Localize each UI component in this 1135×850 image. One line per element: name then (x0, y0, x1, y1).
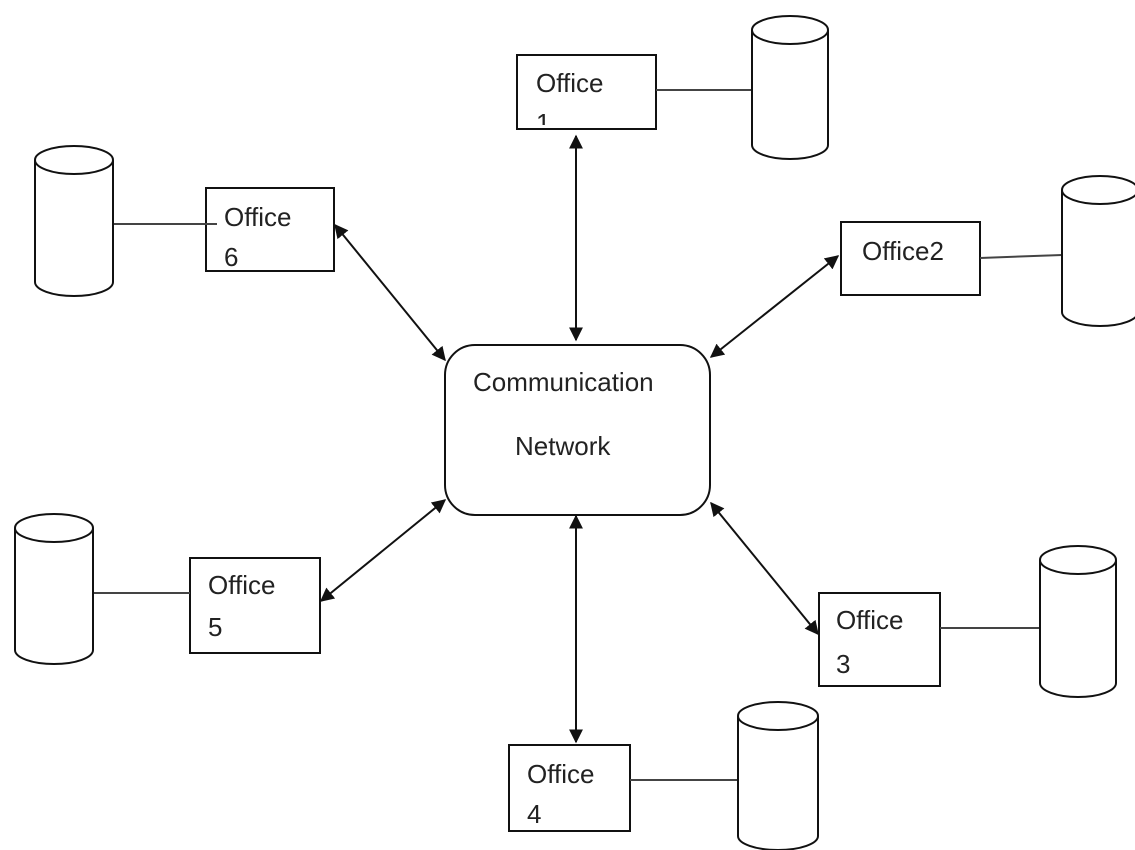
hub-label-line2: Network (515, 431, 611, 461)
office-5-label-line1: Office (208, 570, 276, 600)
office-3-box (818, 592, 941, 687)
office-5-label-line2: 5 (208, 612, 223, 642)
office-6-label-line1: Office (224, 202, 292, 232)
office-2-db-link (979, 254, 1063, 259)
hub-label-line1: Communication (473, 367, 654, 397)
office-6-database-icon (34, 145, 114, 297)
office-5-box (189, 557, 321, 654)
office-6-label-line2: 6 (224, 242, 239, 269)
office-1-database-icon (751, 15, 829, 160)
arrow-hub-office-3 (710, 501, 819, 636)
office-1-label-line2: 1 (536, 108, 551, 125)
office-3-label-line1: Office (836, 605, 904, 635)
arrow-hub-office-5 (319, 499, 447, 602)
office-2-label-line1: Office2 (862, 236, 944, 266)
office-5-database-icon (14, 513, 94, 665)
office-4-label-line2: 4 (527, 799, 542, 829)
office-2-label-line2 (862, 268, 902, 292)
office-3-label-line2: 3 (836, 649, 851, 679)
office-6-box (205, 187, 335, 272)
office-1-box (516, 54, 657, 130)
office-4-database-icon (737, 701, 819, 850)
office-4-box (508, 744, 631, 832)
office-2-box (840, 221, 981, 296)
office-4-label-line1: Office (527, 759, 595, 789)
office-1-label-line1: Office (536, 68, 604, 98)
office-2-database-icon (1061, 175, 1135, 327)
arrow-hub-office-2 (709, 255, 840, 358)
office-3-database-icon (1039, 545, 1117, 698)
arrow-hub-office-6 (334, 223, 446, 362)
